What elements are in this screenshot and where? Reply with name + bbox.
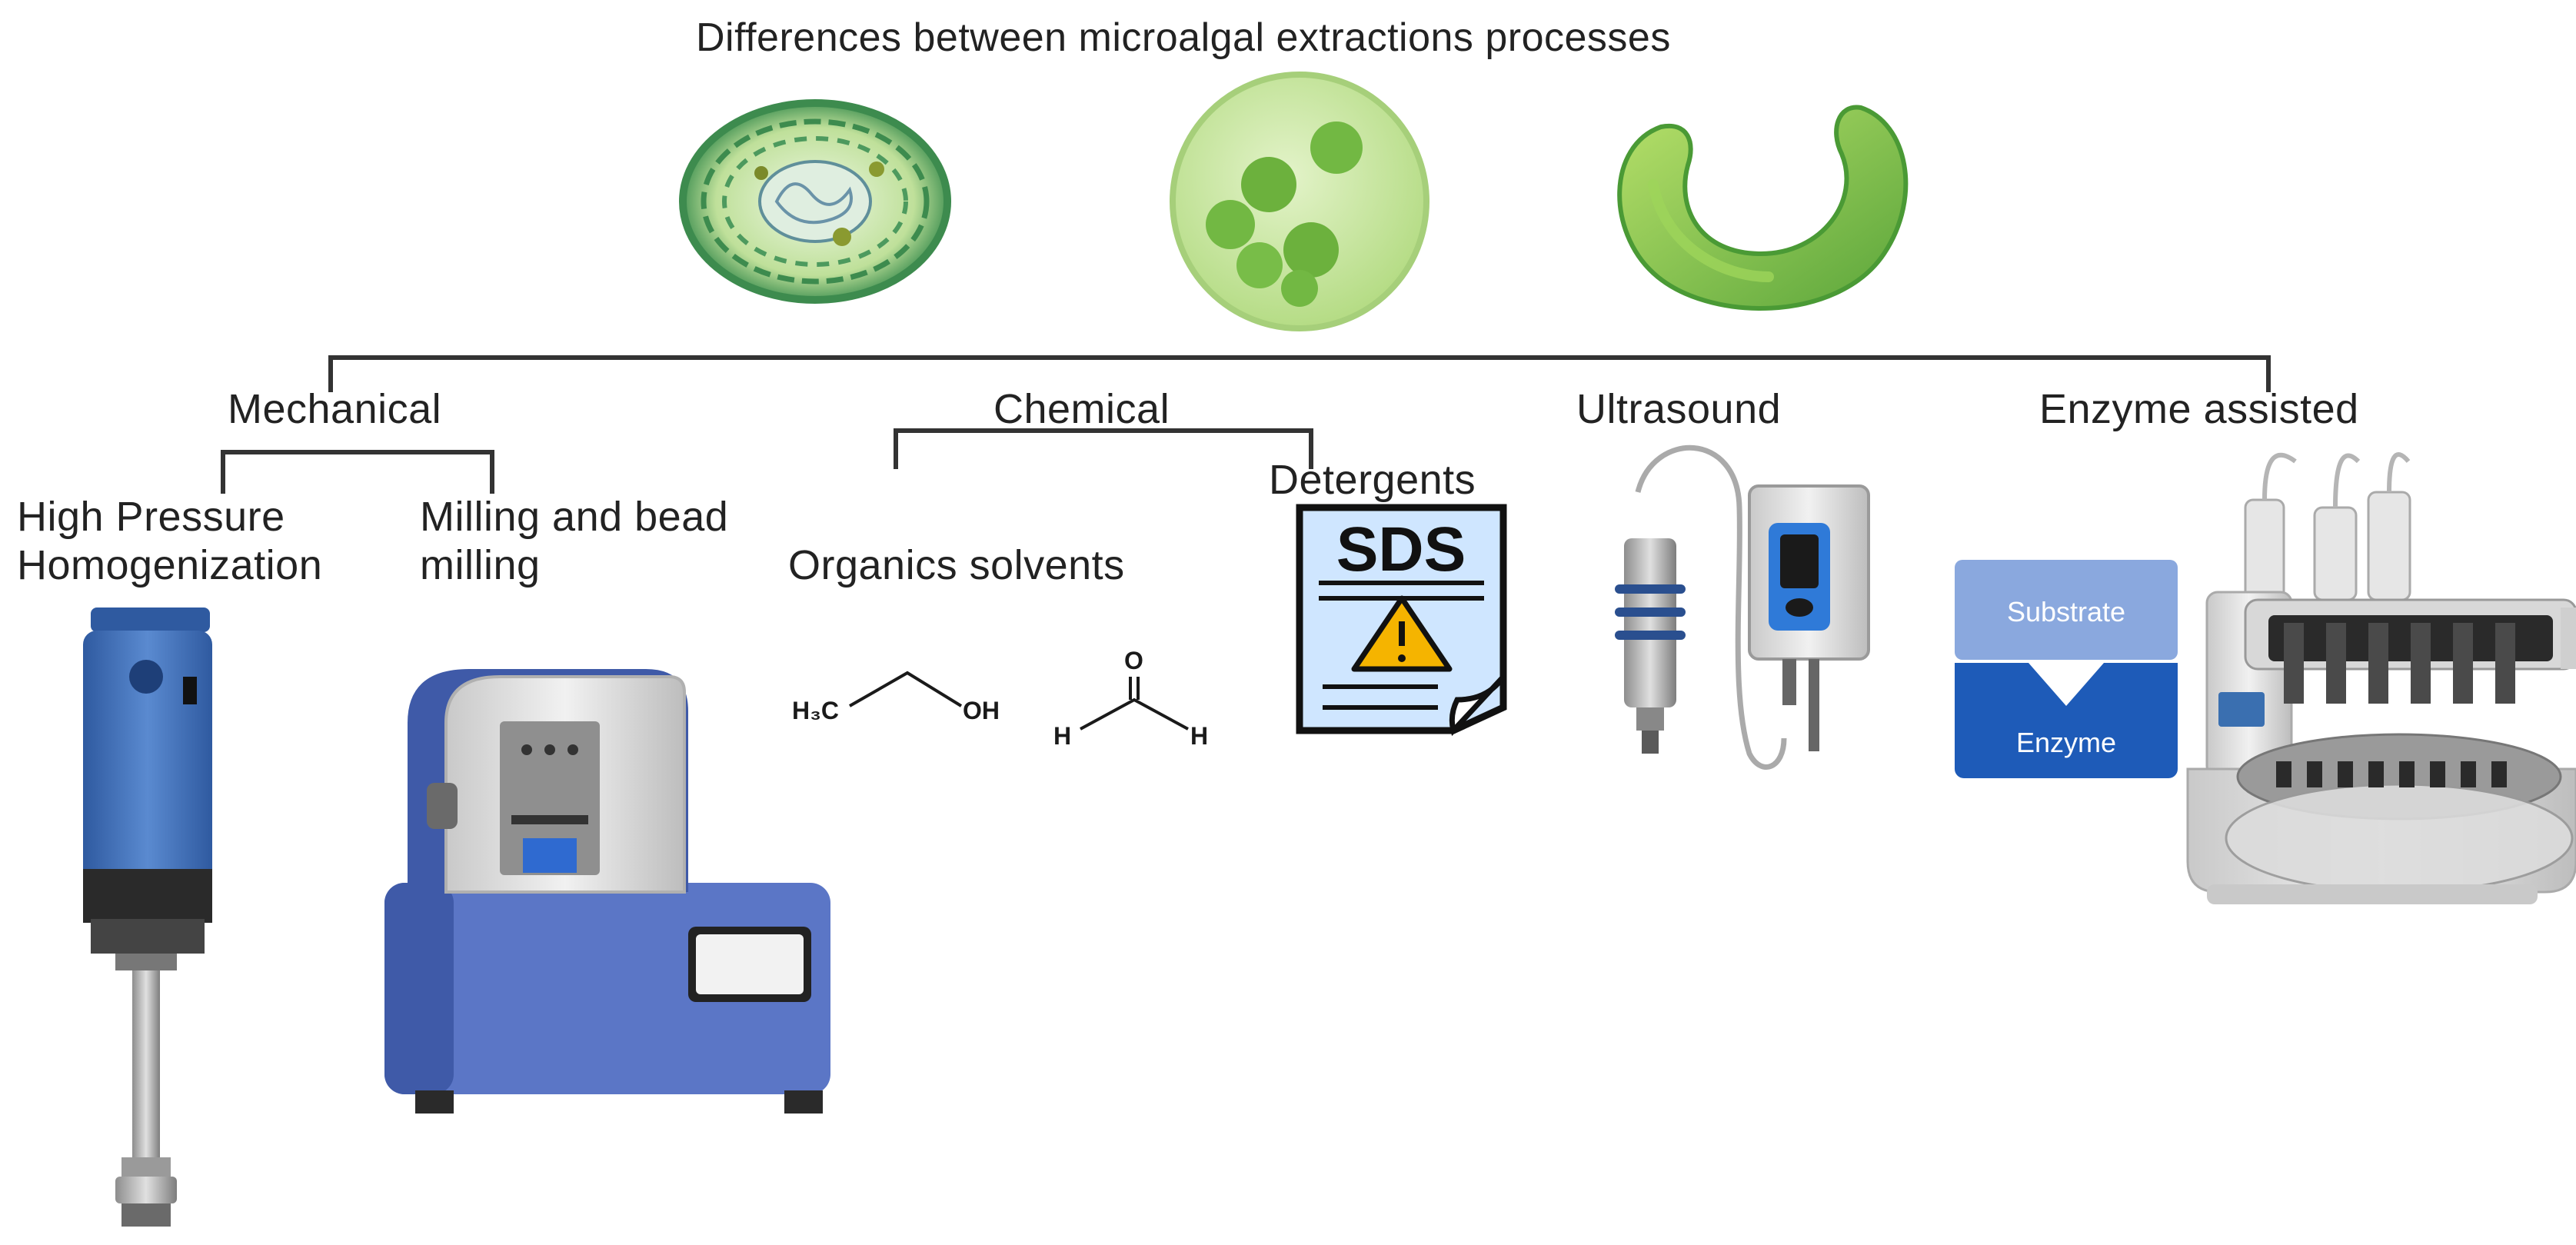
ethanol-oh-label: OH — [963, 697, 1000, 724]
microalga-cell-1-icon — [679, 99, 951, 304]
substrate-box — [1955, 560, 2178, 660]
bead-mill-icon — [384, 669, 830, 1114]
ultrasound-device-icon — [1615, 444, 1870, 770]
substrate-enzyme-diagram: Substrate Enzyme — [1955, 560, 2178, 778]
ethanol-structure: H₃C OH — [792, 671, 1000, 724]
formaldehyde-h-left-label: H — [1053, 722, 1071, 750]
homogenizer-icon — [83, 608, 212, 1227]
ethanol-ch3-label: H₃C — [792, 697, 839, 724]
microalga-cell-3-icon — [1617, 105, 1909, 311]
formaldehyde-h-right-label: H — [1190, 722, 1208, 750]
formaldehyde-o-label: O — [1124, 647, 1143, 674]
mechanical-branch-line — [221, 450, 494, 494]
method-milling-line2: milling — [420, 542, 541, 588]
main-branch-line — [328, 355, 2271, 392]
method-detergents: Detergents — [1269, 457, 1476, 503]
category-enzyme-assisted: Enzyme assisted — [2039, 386, 2359, 432]
category-mechanical: Mechanical — [228, 386, 442, 432]
category-ultrasound: Ultrasound — [1576, 386, 1782, 432]
enzyme-box — [1955, 663, 2178, 778]
microalga-cell-2-icon — [1170, 72, 1429, 331]
substrate-label: Substrate — [2007, 596, 2125, 627]
method-hph-line1: High Pressure — [17, 494, 285, 540]
method-hph-line2: Homogenization — [17, 542, 323, 588]
sds-label: SDS — [1336, 514, 1466, 584]
category-chemical: Chemical — [993, 386, 1170, 432]
method-milling-line1: Milling and bead — [420, 494, 729, 540]
enzyme-label: Enzyme — [2016, 727, 2116, 758]
enzyme-reactor-icon — [2186, 452, 2576, 904]
sds-sheet-icon: SDS — [1296, 504, 1507, 737]
method-organic-solvents: Organics solvents — [788, 542, 1125, 588]
diagram-title: Differences between microalgal extractio… — [696, 15, 1671, 60]
chemical-branch-line — [894, 428, 1313, 469]
classification-tree — [221, 355, 2271, 494]
formaldehyde-structure: O H H — [1053, 647, 1208, 750]
